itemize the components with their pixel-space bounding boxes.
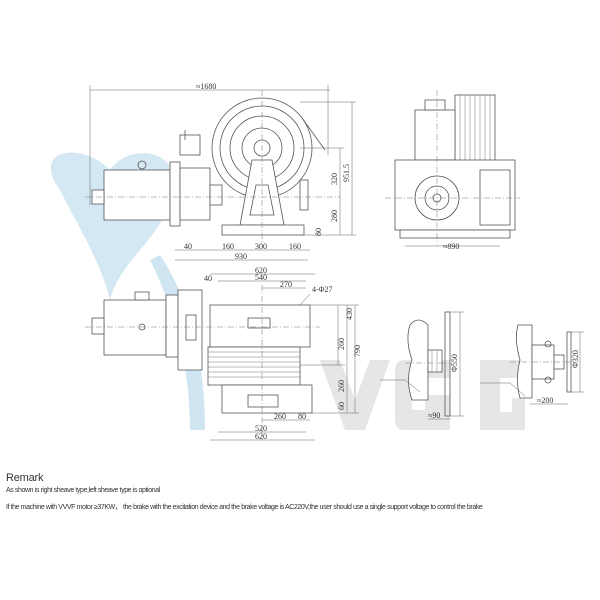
- dim-side-width: ≈890: [443, 242, 459, 251]
- detail-right-depth: ≈200: [537, 396, 553, 405]
- remark-line-1: As shown is right sheave type,left sheav…: [6, 487, 160, 494]
- top-view: 620 540 40 270 4-Φ27 260 430 790: [85, 266, 362, 441]
- side-view: ≈890: [385, 90, 520, 251]
- dim-shaft-height: 280: [330, 210, 339, 222]
- dim-top-260-lower: 260: [337, 380, 346, 392]
- dim-top-half-width: 270: [280, 280, 292, 289]
- dim-bottom-620: 620: [255, 432, 267, 441]
- detail-left-view: Φ550 ≈90: [380, 311, 464, 420]
- dim-base-right: 160: [289, 242, 301, 251]
- dim-top-260-upper: 260: [337, 338, 346, 350]
- dim-bottom-80: 80: [298, 412, 306, 421]
- remark-section: Remark As shown is right sheave type,lef…: [6, 472, 483, 512]
- detail-right-view: Φ320 ≈200: [480, 324, 584, 405]
- dim-overall-length: ≈1680: [196, 82, 216, 91]
- technical-drawing: ≈1680 320 280 80 951.5: [50, 82, 584, 441]
- dim-foot-offset: 40: [184, 242, 192, 251]
- remark-line-2: If the machine with VVVF motor ≥37KW， th…: [6, 504, 483, 511]
- dim-base-mid: 300: [255, 242, 267, 251]
- dim-top-60: 60: [337, 402, 346, 410]
- remark-title: Remark: [6, 472, 44, 484]
- dim-top-430: 430: [345, 308, 354, 320]
- dim-top-edge-offset: 40: [204, 274, 212, 283]
- dim-top-holes: 4-Φ27: [312, 285, 333, 294]
- dim-base-height: 80: [314, 228, 323, 236]
- dim-bottom-520: 520: [255, 424, 267, 433]
- dim-base-left: 160: [222, 242, 234, 251]
- detail-right-diameter: Φ320: [571, 350, 580, 368]
- detail-left-depth: ≈90: [428, 411, 440, 420]
- dim-top-790: 790: [353, 345, 362, 357]
- dim-top-width-holes: 540: [255, 273, 267, 282]
- dim-base-length: 930: [235, 252, 247, 261]
- front-view: ≈1680 320 280 80 951.5: [85, 82, 356, 261]
- dim-total-height: 951.5: [342, 164, 351, 182]
- dim-upper-height: 320: [330, 173, 339, 185]
- detail-left-diameter: Φ550: [450, 354, 459, 372]
- dim-top-width-outer: 620: [255, 266, 267, 275]
- dim-bottom-260: 260: [274, 412, 286, 421]
